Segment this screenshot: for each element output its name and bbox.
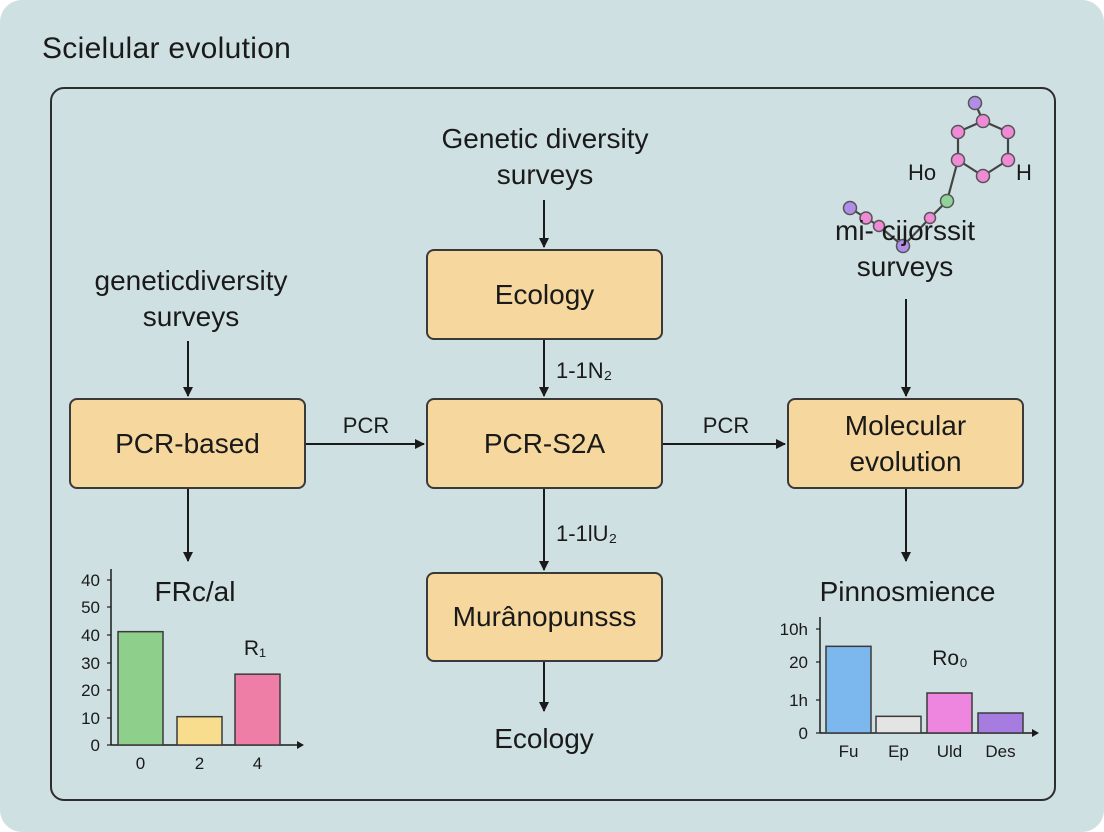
y-tick-label: 20 [81, 681, 100, 700]
top-center-label: Genetic diversity surveys [441, 123, 649, 190]
chart-annotation: Ro₀ [932, 647, 968, 670]
muranopunsss-label: Murânopunsss [452, 601, 637, 632]
y-tick-label: 30 [81, 654, 100, 673]
y-tick-label: 50 [81, 598, 100, 617]
molecule-h-label: H [1016, 160, 1032, 185]
bar-2 [176, 715, 223, 746]
bar-4 [234, 673, 281, 746]
x-axis-arrow [297, 741, 304, 749]
bar-0 [117, 630, 164, 746]
pcr-s2a-label: PCR-S2A [483, 427, 606, 459]
edge-label-pcr-to-mura: 1-1lU₂ [556, 521, 618, 546]
y-tick-label: 40 [81, 571, 100, 590]
bottom-ecology-label: Ecology [494, 723, 594, 754]
left-chart-title: FRc/al [154, 576, 236, 607]
molecular-evolution-box: Molecular evolution [787, 398, 1024, 489]
x-tick-label: Des [985, 742, 1015, 761]
ecology-box-label: Ecology [494, 278, 595, 310]
pcr-s2a-box: PCR-S2A [426, 398, 663, 489]
molecule-ho-label: Ho [908, 160, 937, 185]
edge-label-right-pcr: PCR [702, 413, 750, 438]
bar-Fu [825, 645, 872, 734]
y-tick-label: 10 [81, 709, 100, 728]
x-tick-label: Uld [937, 742, 963, 761]
y-tick-label: 20 [789, 653, 808, 672]
pcr-based-label: PCR-based [115, 427, 260, 459]
bar-Des [977, 712, 1024, 734]
x-tick-label: 0 [136, 754, 145, 773]
chart-annotation: R₁ [244, 637, 266, 660]
x-axis-arrow [1032, 729, 1039, 737]
x-tick-label: Ep [888, 742, 909, 761]
y-tick-label: 0 [91, 736, 100, 755]
page-title: Scielular evolution [42, 32, 292, 65]
molecule-icon [842, 95, 1016, 254]
diagram-frame [50, 87, 1056, 801]
left-label: geneticdiversity surveys [94, 265, 288, 332]
bar-Uld [926, 692, 973, 734]
pcr-based-box: PCR-based [69, 398, 306, 489]
y-tick-label: 10h [780, 620, 808, 639]
y-tick-label: 1h [789, 691, 808, 710]
edge-label-left-pcr: PCR [342, 413, 390, 438]
edge-label-ecology-to-pcr: 1-1N₂ [556, 358, 613, 383]
y-tick-label: 0 [799, 724, 808, 743]
muranopunsss-box: Murânopunsss [426, 572, 663, 662]
molecular-evolution-label: Molecular evolution [844, 409, 967, 477]
x-tick-label: Fu [839, 742, 859, 761]
x-tick-label: 2 [195, 754, 204, 773]
bar-Ep [875, 715, 922, 734]
x-tick-label: 4 [253, 754, 262, 773]
right-chart-title: Pinnosmience [819, 576, 996, 607]
right-label: mi- cijorssit surveys [835, 215, 975, 282]
ecology-box: Ecology [426, 249, 663, 340]
left-bar-chart: 0 10 20 30 40 50 40 0 2 4 R₁ [81, 569, 304, 773]
y-tick-label: 40 [81, 626, 100, 645]
